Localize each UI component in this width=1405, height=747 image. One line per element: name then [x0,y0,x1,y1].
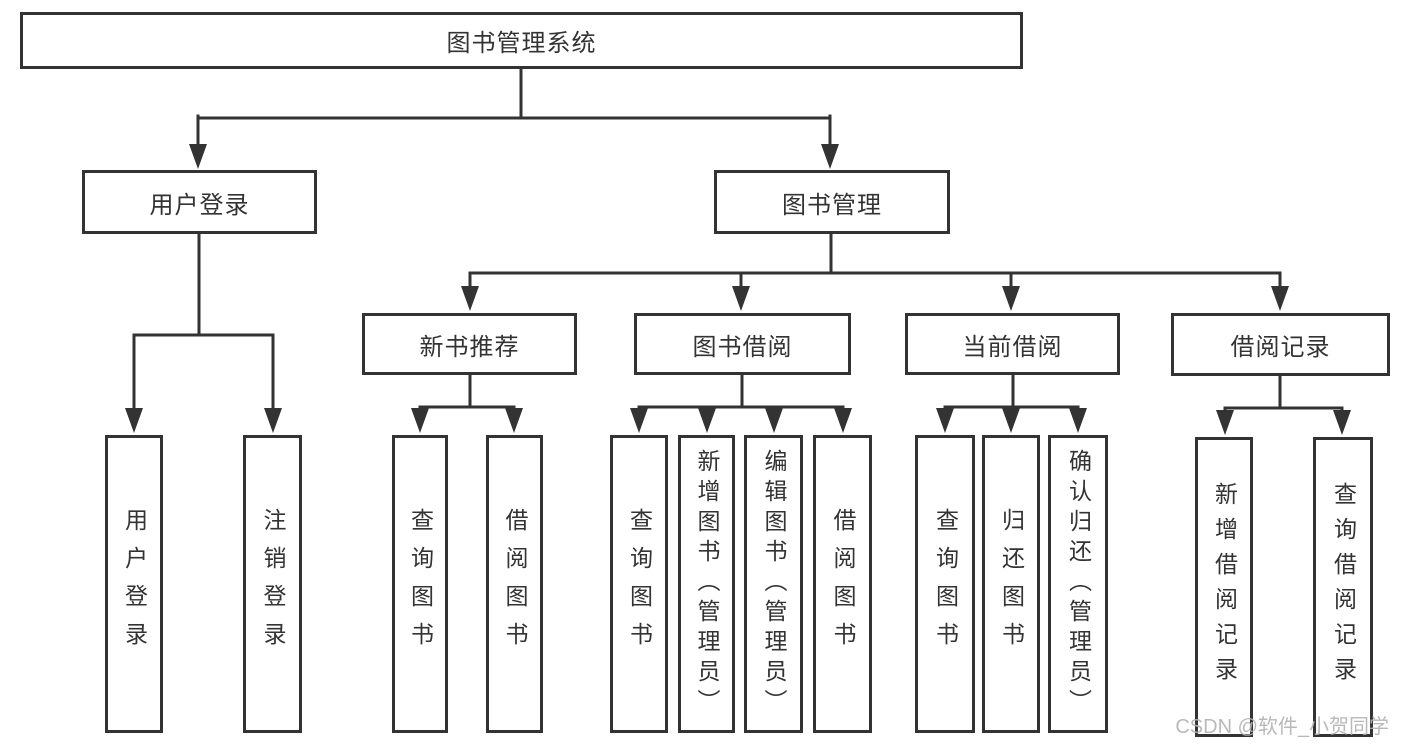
node-user-login-label: 用户登录 [149,191,250,219]
node-leaf-cb-query-label: 查询图书 [932,508,959,660]
node-leaf-cb-return-label: 归还图书 [998,508,1025,660]
connector-current-borrow-to-children [943,373,1080,412]
node-leaf-logout: 注销登录 [243,435,302,733]
arrowhead [834,408,852,433]
arrowhead [630,408,648,433]
node-current-borrow: 当前借阅 [905,313,1120,375]
arrowhead [1271,286,1289,311]
node-leaf-bb-borrow: 借阅图书 [813,435,872,733]
arrowhead [189,144,207,169]
node-current-borrow-label: 当前借阅 [962,333,1063,361]
node-leaf-cb-return: 归还图书 [982,435,1040,733]
arrowhead [264,408,282,433]
node-leaf-user-login: 用户登录 [105,435,163,733]
node-book-mgmt-label: 图书管理 [782,191,882,219]
arrowhead [1002,408,1020,433]
arrowhead [461,286,479,311]
node-leaf-br-query: 查询借阅记录 [1313,437,1373,737]
node-borrow-records: 借阅记录 [1171,313,1390,376]
node-leaf-bb-query-label: 查询图书 [626,508,653,660]
node-book-borrow: 图书借阅 [634,313,851,375]
arrowhead [1333,410,1351,435]
node-leaf-logout-label: 注销登录 [260,508,286,660]
node-leaf-user-login-label: 用户登录 [121,508,148,660]
arrowhead [505,408,523,433]
connector-book-borrow-to-children [637,373,845,412]
node-book-mgmt: 图书管理 [714,170,950,234]
node-book-borrow-label: 图书借阅 [692,333,793,361]
node-leaf-bb-edit-label: 编辑图书（管理员） [761,449,787,719]
arrowhead [936,408,954,433]
arrowhead [765,408,783,433]
node-leaf-cb-confirm-label: 确认归还（管理员） [1065,449,1092,719]
arrowhead [821,144,839,169]
node-leaf-bb-query: 查询图书 [610,435,668,733]
node-leaf-bb-add-label: 新增图书（管理员） [694,449,720,719]
arrowhead [411,408,429,433]
node-leaf-bb-edit: 编辑图书（管理员） [744,435,803,733]
connector-root-to-level2 [196,67,832,148]
node-leaf-br-add: 新增借阅记录 [1195,437,1253,737]
node-leaf-nb-borrow: 借阅图书 [486,435,543,733]
connector-user-login-to-children [132,232,275,412]
node-leaf-cb-query: 查询图书 [915,435,975,733]
node-new-book-rec-label: 新书推荐 [419,333,520,361]
node-leaf-bb-borrow-label: 借阅图书 [830,508,856,660]
connector-borrow-records-to-children [1223,374,1344,414]
node-leaf-br-add-label: 新增借阅记录 [1211,482,1238,692]
arrowhead [1069,408,1087,433]
node-leaf-bb-add: 新增图书（管理员） [678,435,735,733]
connector-new-book-rec-to-children [418,373,516,412]
node-leaf-br-query-label: 查询借阅记录 [1330,482,1357,692]
csdn-watermark: CSDN @软件_小贺同学 [1175,716,1389,738]
node-leaf-nb-borrow-label: 借阅图书 [502,508,528,660]
connector-book-mgmt-to-level3 [468,232,1282,291]
arrowhead [698,408,716,433]
node-leaf-nb-query-label: 查询图书 [407,508,434,660]
node-user-login: 用户登录 [82,170,317,234]
arrowhead [1216,410,1234,435]
node-new-book-rec: 新书推荐 [362,313,577,375]
arrowhead [1002,286,1020,311]
arrowhead [732,286,750,311]
node-leaf-nb-query: 查询图书 [392,435,448,733]
node-borrow-records-label: 借阅记录 [1230,334,1331,361]
arrowhead [125,408,143,433]
node-root: 图书管理系统 [20,12,1023,69]
node-root-label: 图书管理系统 [446,30,597,57]
node-leaf-cb-confirm: 确认归还（管理员） [1048,435,1108,733]
